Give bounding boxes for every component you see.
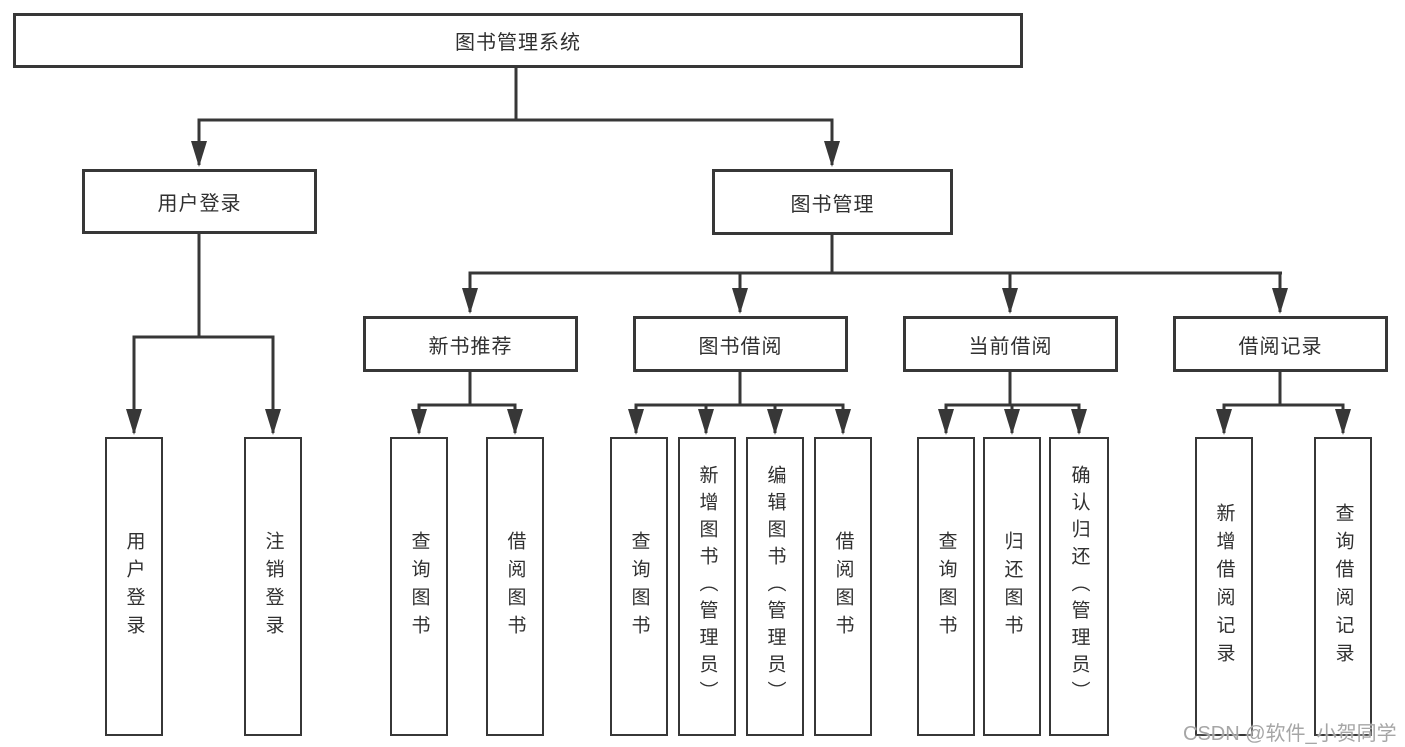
node-label: 图书管理系统	[455, 32, 581, 54]
node-label: 借阅图书	[832, 530, 854, 643]
node-current-borrow: 当前借阅	[903, 316, 1118, 372]
node-label: 当前借阅	[968, 335, 1053, 358]
node-label: 查询图书	[935, 530, 957, 643]
node-book-borrow: 图书借阅	[633, 316, 848, 372]
node-label: 新书推荐	[428, 335, 513, 358]
node-label: 确认归还（管理员）	[1068, 465, 1090, 708]
node-query-borrow-record: 查询借阅记录	[1314, 437, 1372, 736]
node-confirm-return-admin: 确认归还（管理员）	[1049, 437, 1109, 736]
node-borrow-records: 借阅记录	[1173, 316, 1388, 372]
node-return-books: 归还图书	[983, 437, 1041, 736]
node-user-login-leaf: 用户登录	[105, 437, 163, 736]
node-label: 图书借阅	[698, 335, 783, 358]
node-label: 新增借阅记录	[1213, 502, 1235, 671]
node-label: 查询图书	[408, 530, 430, 643]
node-label: 查询图书	[628, 530, 650, 643]
node-new-book-recommend: 新书推荐	[363, 316, 578, 372]
node-borrow-books-leaf: 借阅图书	[814, 437, 872, 736]
node-label: 归还图书	[1001, 530, 1023, 643]
node-label: 查询借阅记录	[1332, 502, 1354, 671]
node-book-management: 图书管理	[712, 169, 953, 235]
node-add-books-admin: 新增图书（管理员）	[678, 437, 736, 736]
node-label: 借阅记录	[1238, 335, 1323, 358]
node-label: 编辑图书（管理员）	[764, 465, 786, 708]
node-query-books-recommend: 查询图书	[390, 437, 448, 736]
node-add-borrow-record: 新增借阅记录	[1195, 437, 1253, 736]
node-query-books-borrow: 查询图书	[610, 437, 668, 736]
node-label: 图书管理	[790, 193, 875, 216]
node-label: 用户登录	[157, 193, 242, 215]
node-label: 新增图书（管理员）	[696, 465, 718, 708]
node-query-books-current: 查询图书	[917, 437, 975, 736]
node-edit-books-admin: 编辑图书（管理员）	[746, 437, 804, 736]
node-logout-leaf: 注销登录	[244, 437, 302, 736]
node-label: 注销登录	[262, 530, 284, 643]
node-system-root: 图书管理系统	[13, 13, 1023, 68]
node-user-login: 用户登录	[82, 169, 317, 234]
node-borrow-books-recommend: 借阅图书	[486, 437, 544, 736]
csdn-watermark: CSDN @软件_小贺同学	[1183, 723, 1397, 745]
node-label: 借阅图书	[504, 530, 526, 643]
node-label: 用户登录	[123, 530, 145, 643]
